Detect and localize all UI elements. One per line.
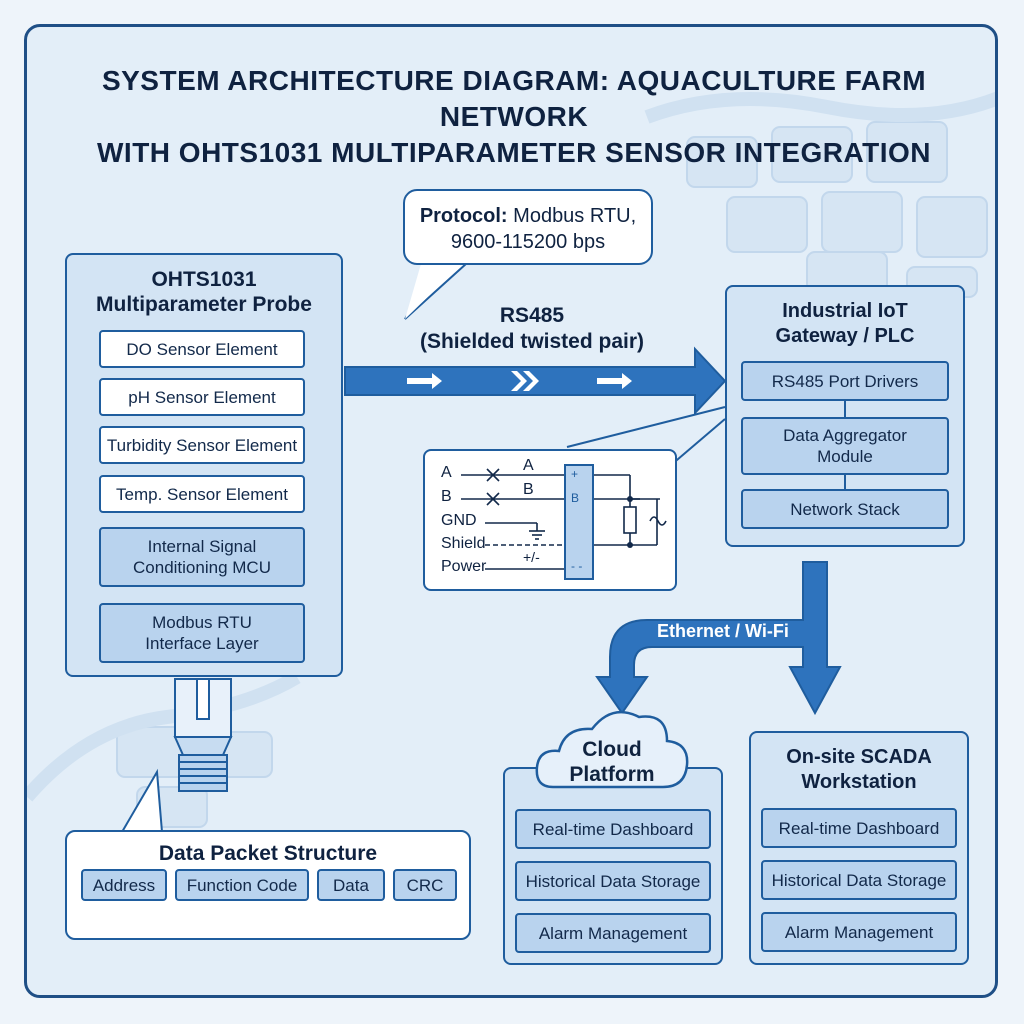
ph-sensor-element[interactable]: pH Sensor Element [99,378,305,416]
terminal-plus: + [571,467,579,481]
probe-body [173,678,233,792]
wire-label-b: B [441,488,452,505]
wiring-detail-callout: A B GND Shield Power A B +/- + B - - [423,449,677,591]
rs485-port-drivers[interactable]: RS485 Port Drivers [741,361,949,401]
scada-title-line-1: On-site SCADA [786,746,932,768]
scada-title-line-2: Workstation [801,771,917,793]
gateway-title-line-2: Gateway / PLC [775,325,915,347]
temp-sensor-element[interactable]: Temp. Sensor Element [99,475,305,513]
terminal-b: B [571,491,580,505]
modbus-line-2: Interface Layer [145,634,259,653]
turbidity-sensor-element[interactable]: Turbidity Sensor Element [99,426,305,464]
scada-title: On-site SCADA Workstation [751,745,967,795]
cloud-title-line-1: Cloud [582,738,642,761]
terminal-minus: - - [571,559,583,573]
data-aggregator-module[interactable]: Data Aggregator Module [741,417,949,475]
scada-realtime-dashboard[interactable]: Real-time Dashboard [761,808,957,848]
modbus-interface-layer[interactable]: Modbus RTU Interface Layer [99,603,305,663]
title-line-2: WITH OHTS1031 MULTIPARAMETER SENSOR INTE… [97,137,931,168]
network-stack[interactable]: Network Stack [741,489,949,529]
cloud-alarm-management[interactable]: Alarm Management [515,913,711,953]
scada-alarm-management[interactable]: Alarm Management [761,912,957,952]
aggregator-line-1: Data Aggregator [783,426,907,445]
rs485-label: RS485 (Shielded twisted pair) [387,303,677,355]
protocol-value: Modbus RTU, [513,205,637,227]
wiring-schematic [461,464,667,580]
mcu-line-2: Conditioning MCU [133,558,271,577]
scada-historical-data-storage[interactable]: Historical Data Storage [761,860,957,900]
rs485-arrow [344,346,727,416]
ethernet-wifi-label: Ethernet / Wi-Fi [657,621,789,641]
probe-title: OHTS1031 Multiparameter Probe [67,267,341,317]
diagram-frame: SYSTEM ARCHITECTURE DIAGRAM: AQUACULTURE… [24,24,998,998]
packet-field-data[interactable]: Data [317,869,385,901]
wire-label-power: Power [441,558,487,575]
modbus-line-1: Modbus RTU [152,613,252,632]
packet-field-address[interactable]: Address [81,869,167,901]
mcu-line-1: Internal Signal [147,537,257,556]
ethernet-arrows [595,561,842,716]
wire-label-plus-minus: +/- [523,549,540,565]
wire-label-a: A [441,464,452,481]
protocol-label: Protocol: [419,205,508,227]
protocol-callout: Protocol: Modbus RTU, 9600-115200 bps [403,189,653,265]
packet-field-function-code[interactable]: Function Code [175,869,309,901]
cloud-historical-data-storage[interactable]: Historical Data Storage [515,861,711,901]
wire-label-a-right: A [523,457,534,474]
title-line-1: SYSTEM ARCHITECTURE DIAGRAM: AQUACULTURE… [101,65,927,132]
cloud-title: Cloud Platform [537,737,687,787]
aggregator-line-2: Module [817,447,873,466]
protocol-baud-rate: 9600-115200 bps [450,231,606,253]
wire-label-gnd: GND [441,512,477,529]
probe-title-line-2: Multiparameter Probe [96,293,312,316]
wire-label-shield: Shield [441,535,486,552]
cloud-title-line-2: Platform [569,763,655,786]
packet-field-crc[interactable]: CRC [393,869,457,901]
packet-title: Data Packet Structure [158,842,378,865]
rs485-line-2: (Shielded twisted pair) [419,330,645,353]
gateway-title-line-1: Industrial IoT [782,300,908,322]
signal-conditioning-mcu[interactable]: Internal Signal Conditioning MCU [99,527,305,587]
cloud-realtime-dashboard[interactable]: Real-time Dashboard [515,809,711,849]
diagram-title: SYSTEM ARCHITECTURE DIAGRAM: AQUACULTURE… [57,63,971,171]
do-sensor-element[interactable]: DO Sensor Element [99,330,305,368]
wire-label-b-right: B [523,481,534,498]
gateway-title: Industrial IoT Gateway / PLC [727,299,963,349]
probe-title-line-1: OHTS1031 [151,268,257,291]
rs485-line-1: RS485 [499,304,565,327]
